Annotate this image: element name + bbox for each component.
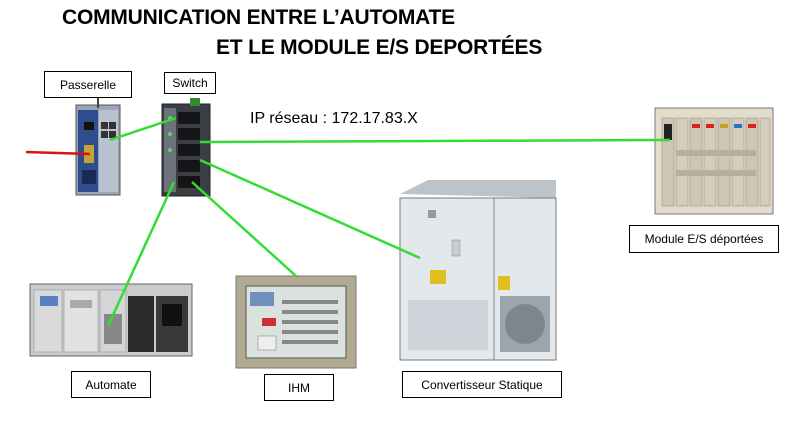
automate-label: Automate	[71, 371, 151, 398]
link-passerelle-switch	[109, 116, 177, 142]
diagram-title-line-2: ET LE MODULE E/S DEPORTÉES	[216, 36, 543, 59]
link-switch-ihm	[191, 181, 297, 277]
passerelle-label: Passerelle	[44, 71, 132, 98]
link-switch-convertisseur	[199, 158, 421, 260]
passerelle-device-icon	[75, 93, 121, 196]
switch-device-icon	[161, 98, 211, 197]
link-switch-automate	[106, 181, 176, 327]
diagram-title-line-1: COMMUNICATION ENTRE L’AUTOMATE	[62, 6, 455, 29]
ihm-device-icon	[235, 275, 357, 369]
convertisseur-device-icon	[399, 180, 557, 361]
ihm-label: IHM	[264, 374, 334, 401]
module-es-device-icon	[654, 107, 774, 215]
switch-label: Switch	[164, 72, 216, 94]
convertisseur-label: Convertisseur Statique	[402, 371, 562, 398]
link-switch-module	[199, 138, 671, 144]
external-link	[25, 150, 91, 156]
ip-network-label: IP réseau : 172.17.83.X	[250, 110, 418, 127]
module-es-label: Module E/S déportées	[629, 225, 779, 253]
